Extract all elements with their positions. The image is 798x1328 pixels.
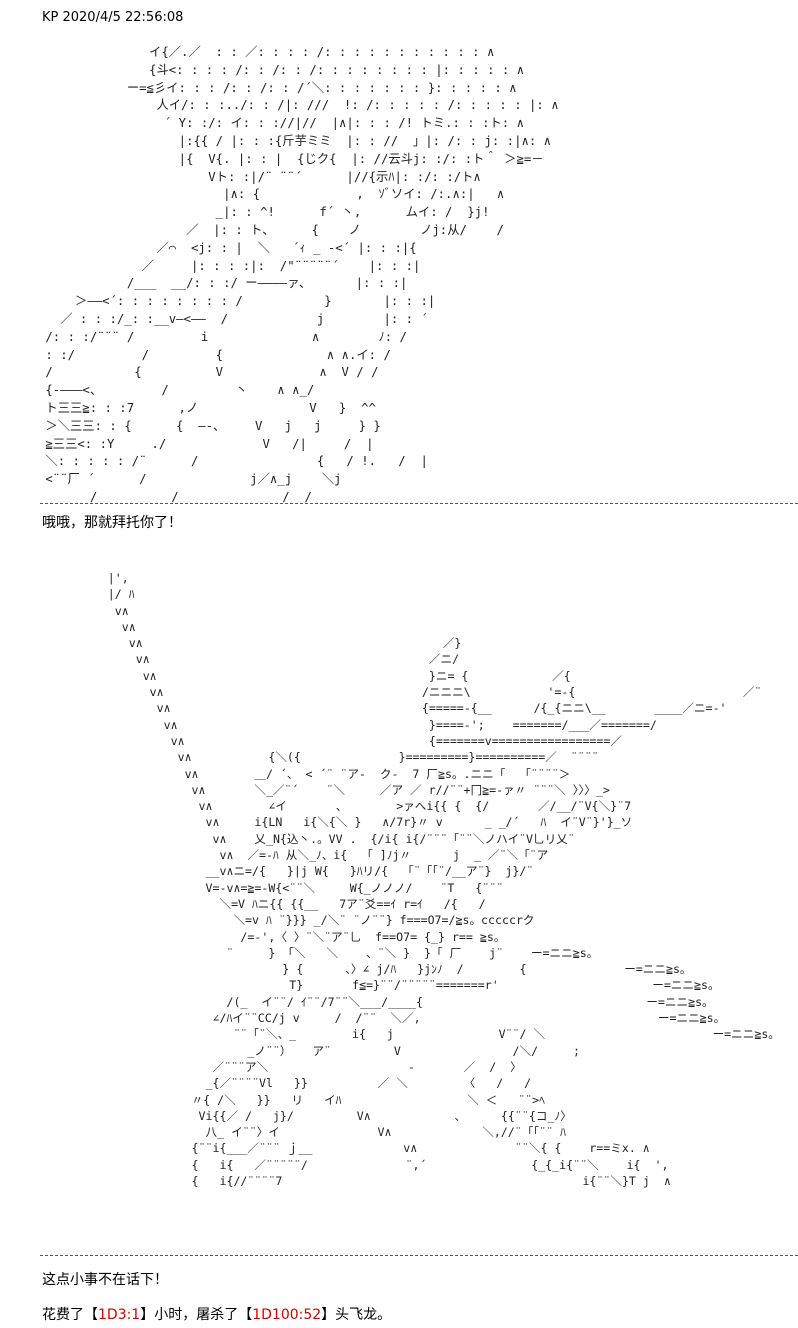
dice-result-line: 花费了【1D3:1】小时，屠杀了【1D100:52】头飞龙。: [42, 1306, 391, 1324]
dice-roll-kills: 1D100:52: [252, 1307, 322, 1323]
dice-text: 】小时，屠杀了【: [140, 1307, 253, 1323]
dice-text: 花费了【: [42, 1307, 98, 1323]
ascii-art-bottom: |', |/ ﾊ v∧ v∧ v∧ ／} v∧ ／ニ/ v∧: [107, 571, 780, 1188]
post-header: KP 2020/4/5 22:56:08: [42, 10, 184, 25]
dialogue-line: 这点小事不在话下！: [42, 1272, 168, 1288]
dialogue-line: 哦哦，那就拜托你了！: [42, 515, 182, 531]
divider: [40, 503, 798, 504]
divider: [40, 1255, 798, 1256]
dice-roll-hours: 1D3:1: [98, 1307, 141, 1323]
ascii-art-top: イ{／.／ : : ／: : : : /: : : : : : : : : : …: [45, 45, 559, 504]
dice-text: 】头飞龙。: [321, 1307, 392, 1323]
